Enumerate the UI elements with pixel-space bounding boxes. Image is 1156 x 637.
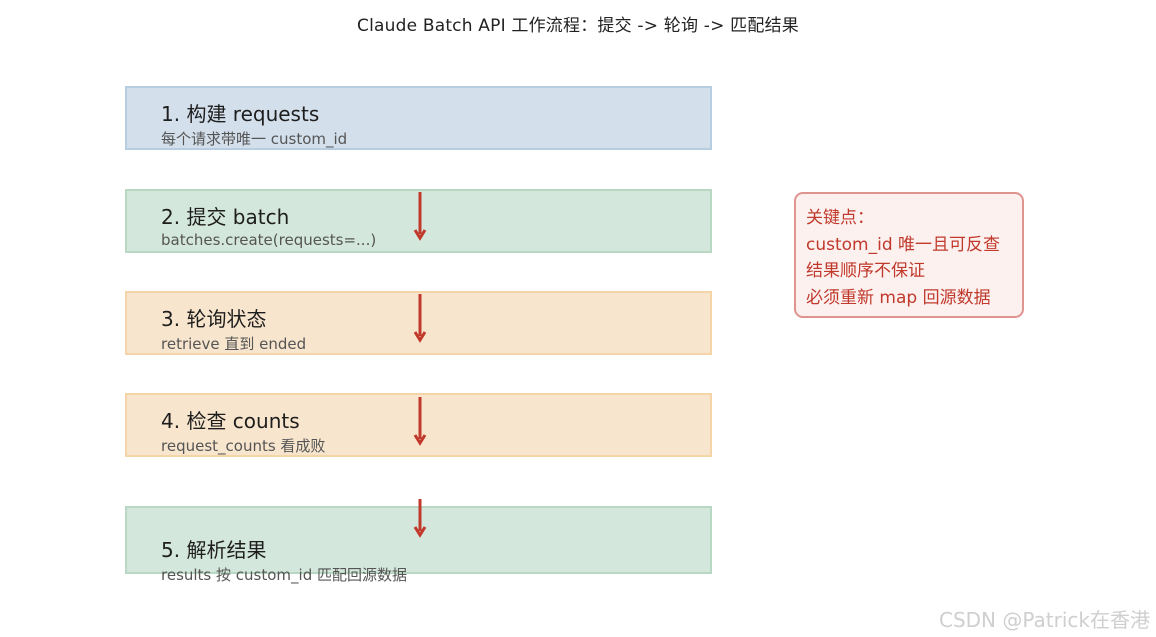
step-subtitle: 每个请求带唯一 custom_id bbox=[161, 130, 348, 148]
step-title: 3. 轮询状态 bbox=[161, 307, 267, 331]
step-title: 1. 构建 requests bbox=[161, 102, 320, 126]
flow-arrow-1-to-2 bbox=[413, 192, 427, 241]
step-title: 5. 解析结果 bbox=[161, 538, 267, 562]
step-subtitle: results 按 custom_id 匹配回源数据 bbox=[161, 566, 407, 584]
watermark: CSDN @Patrick在香港 bbox=[939, 608, 1150, 632]
note-line: 必须重新 map 回源数据 bbox=[806, 287, 991, 308]
diagram-title: Claude Batch API 工作流程：提交 -> 轮询 -> 匹配结果 bbox=[357, 16, 799, 36]
step-subtitle: retrieve 直到 ended bbox=[161, 335, 307, 353]
step-subtitle: batches.create(requests=...) bbox=[161, 231, 377, 249]
flow-arrow-3-to-4 bbox=[413, 397, 427, 446]
key-points-note: 关键点： custom_id 唯一且可反查 结果顺序不保证 必须重新 map 回… bbox=[794, 192, 1024, 318]
step-title: 4. 检查 counts bbox=[161, 409, 300, 433]
note-heading: 关键点： bbox=[806, 208, 874, 228]
step-title: 2. 提交 batch bbox=[161, 205, 290, 229]
step-subtitle: request_counts 看成败 bbox=[161, 437, 326, 455]
note-line: custom_id 唯一且可反查 bbox=[806, 234, 1001, 255]
step-box-build-requests: 1. 构建 requests 每个请求带唯一 custom_id bbox=[125, 86, 712, 150]
flow-arrow-4-to-5 bbox=[413, 499, 427, 538]
note-line: 结果顺序不保证 bbox=[806, 261, 925, 281]
flow-arrow-2-to-3 bbox=[413, 294, 427, 343]
